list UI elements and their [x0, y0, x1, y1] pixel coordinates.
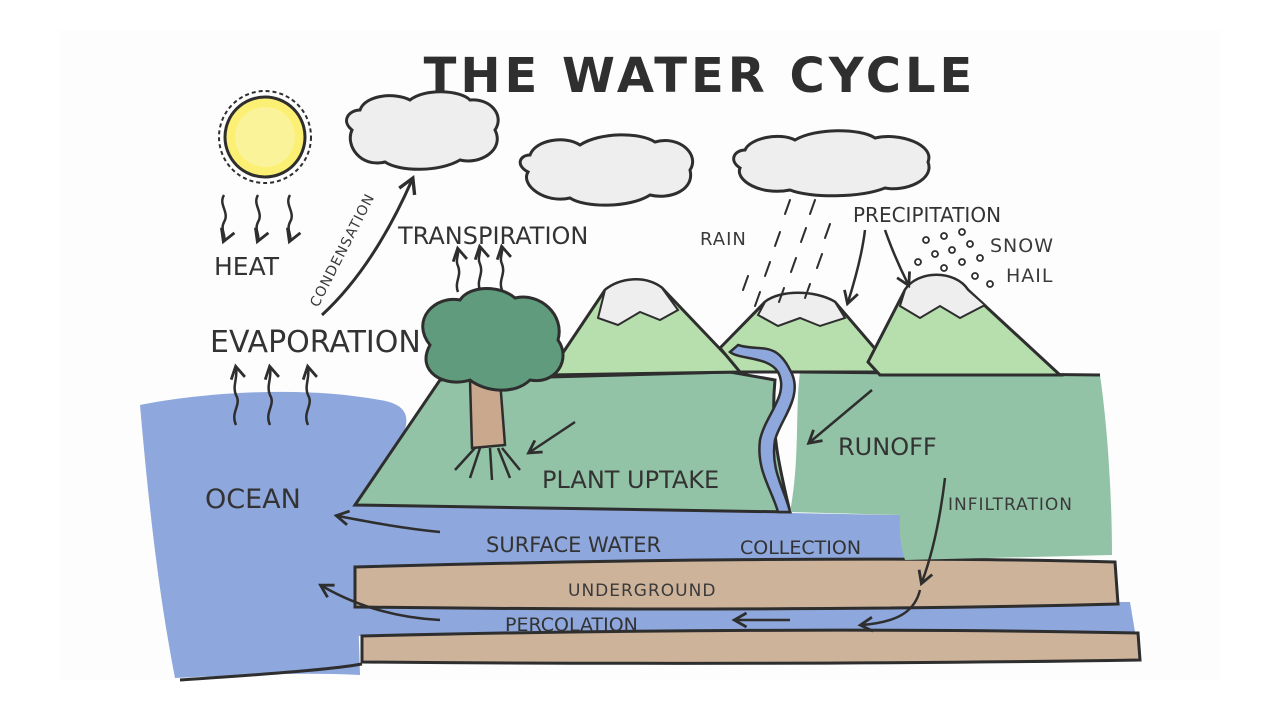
label-heat: HEAT — [214, 252, 280, 281]
rain-drops — [742, 199, 831, 307]
infiltration-bend-arrow — [857, 589, 922, 633]
label-underground: UNDERGROUND — [568, 581, 716, 601]
cloud-middle — [518, 133, 694, 207]
label-percolation: PERCOLATION — [505, 614, 638, 636]
label-ocean: OCEAN — [205, 484, 301, 515]
tree-roots — [454, 447, 521, 481]
transpiration-arrows — [451, 243, 512, 293]
ocean-area — [140, 391, 407, 678]
percolation-arrow-left — [318, 583, 441, 622]
precipitation-arrow-left — [843, 229, 867, 307]
label-hail: HAIL — [1006, 265, 1053, 287]
precipitation-arrow-right — [883, 229, 911, 289]
cloud-left — [345, 90, 500, 171]
heat-arrows — [219, 194, 302, 245]
label-snow: SNOW — [990, 235, 1054, 257]
tree-canopy — [421, 287, 565, 392]
evaporation-arrows — [229, 363, 318, 426]
underground-layer — [353, 557, 1120, 611]
land-right — [790, 372, 1112, 560]
river — [728, 343, 796, 514]
label-surface-water: SURFACE WATER — [486, 533, 661, 557]
snowcap-left — [596, 278, 680, 327]
runoff-arrow — [806, 389, 873, 445]
label-transpiration: TRANSPIRATION — [397, 222, 588, 250]
label-runoff: RUNOFF — [838, 433, 937, 461]
label-evaporation: EVAPORATION — [210, 325, 421, 360]
label-infiltration: INFILTRATION — [948, 495, 1073, 515]
ground-bottom-line — [179, 662, 363, 682]
infiltration-arrow — [917, 477, 947, 587]
snowcap-right — [898, 274, 987, 320]
snow-hail-dots — [914, 228, 994, 288]
surface-water-band — [355, 505, 905, 567]
condensation-arrow — [320, 174, 417, 317]
label-plant-uptake: PLANT UPTAKE — [542, 466, 719, 494]
label-rain: RAIN — [700, 229, 747, 250]
cloud-right — [732, 129, 931, 198]
sun-icon — [218, 90, 312, 184]
bottom-soil-layer — [360, 628, 1142, 665]
label-collection: COLLECTION — [740, 537, 861, 559]
label-precipitation: PRECIPITATION — [853, 203, 1001, 227]
plant-uptake-arrow — [526, 420, 576, 455]
diagram-title: THE WATER CYCLE — [424, 48, 977, 104]
surface-water-arrow — [333, 509, 441, 534]
